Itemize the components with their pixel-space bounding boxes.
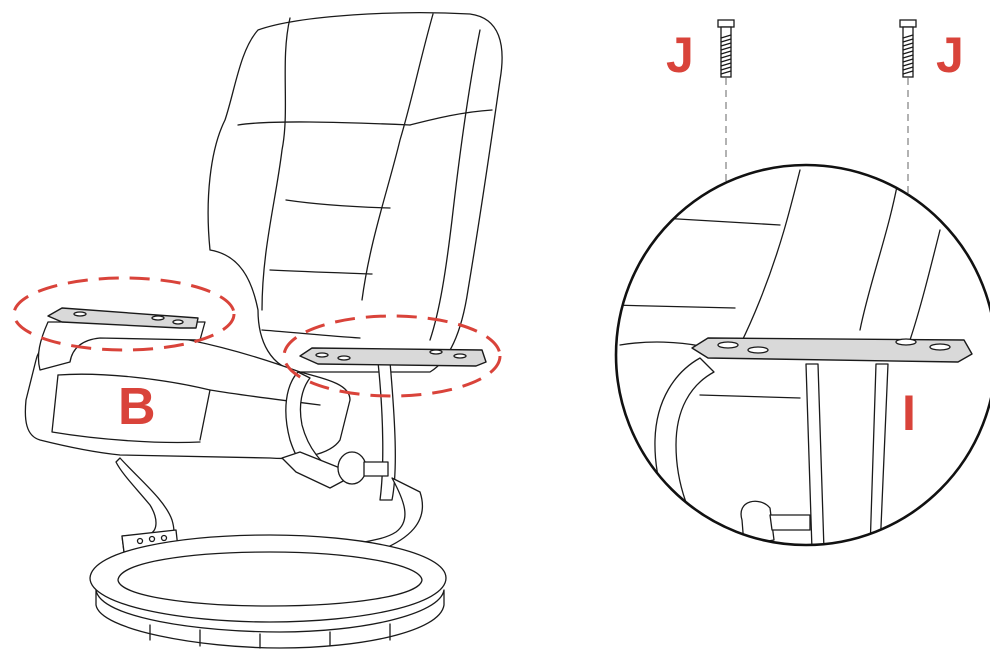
backrest — [207, 12, 503, 373]
right-plate-hole-4 — [453, 353, 467, 359]
detail-plate-hole-1 — [717, 341, 739, 349]
backrest-seam-h2 — [409, 109, 493, 126]
seat-front-edge — [57, 373, 211, 441]
left-plate-hole-2 — [151, 315, 165, 321]
swivel-base-top — [89, 534, 447, 623]
left-plate-hole-3 — [172, 319, 184, 325]
swivel-base-bottom — [95, 589, 445, 649]
left-foot-hole-2 — [148, 535, 156, 543]
left-plate-hole-1 — [73, 311, 87, 317]
swivel-base-slots — [149, 623, 391, 649]
backrest-seam-left — [261, 17, 291, 311]
detail-view — [616, 165, 990, 545]
label-bolt-left: J — [666, 27, 694, 83]
detail-plate-hole-3 — [895, 338, 917, 346]
right-plate-hole-2 — [337, 355, 351, 361]
left-arm-support — [37, 321, 206, 371]
detail-knob — [740, 500, 775, 545]
backrest-seam-h4 — [269, 269, 373, 275]
left-foot-hole-3 — [160, 534, 168, 542]
label-armrest: B — [118, 378, 156, 436]
recline-knob — [337, 451, 367, 485]
right-plate-hole-3 — [429, 349, 443, 355]
detail-plate-hole-4 — [929, 343, 951, 351]
backrest-seam-right — [361, 13, 434, 301]
seat-front-lower — [51, 374, 201, 444]
backrest-seam-h3 — [285, 199, 391, 209]
recliner-chair — [24, 12, 503, 649]
seat-side-front — [209, 389, 321, 406]
highlight-right-armrest — [282, 314, 502, 398]
label-bolt-right: J — [936, 27, 964, 83]
right-plate-hole-1 — [315, 352, 329, 358]
detail-plate-hole-2 — [747, 346, 769, 354]
recline-lever — [281, 451, 346, 489]
bolt-left — [717, 19, 735, 78]
label-bracket: I — [902, 385, 916, 441]
recline-knob-stem — [363, 461, 389, 477]
bolt-right — [899, 19, 917, 78]
backrest-seam-h5 — [261, 329, 361, 339]
detail-post-right — [869, 363, 889, 545]
backrest-seam-h1 — [237, 121, 411, 126]
highlight-left-armrest — [12, 276, 236, 352]
detail-circle — [614, 163, 990, 547]
left-foot-hole-1 — [136, 537, 144, 545]
detail-post-left — [805, 363, 825, 545]
detail-armrest-plate — [691, 337, 973, 363]
swivel-base-inner — [117, 551, 423, 607]
backrest-side — [429, 29, 481, 341]
